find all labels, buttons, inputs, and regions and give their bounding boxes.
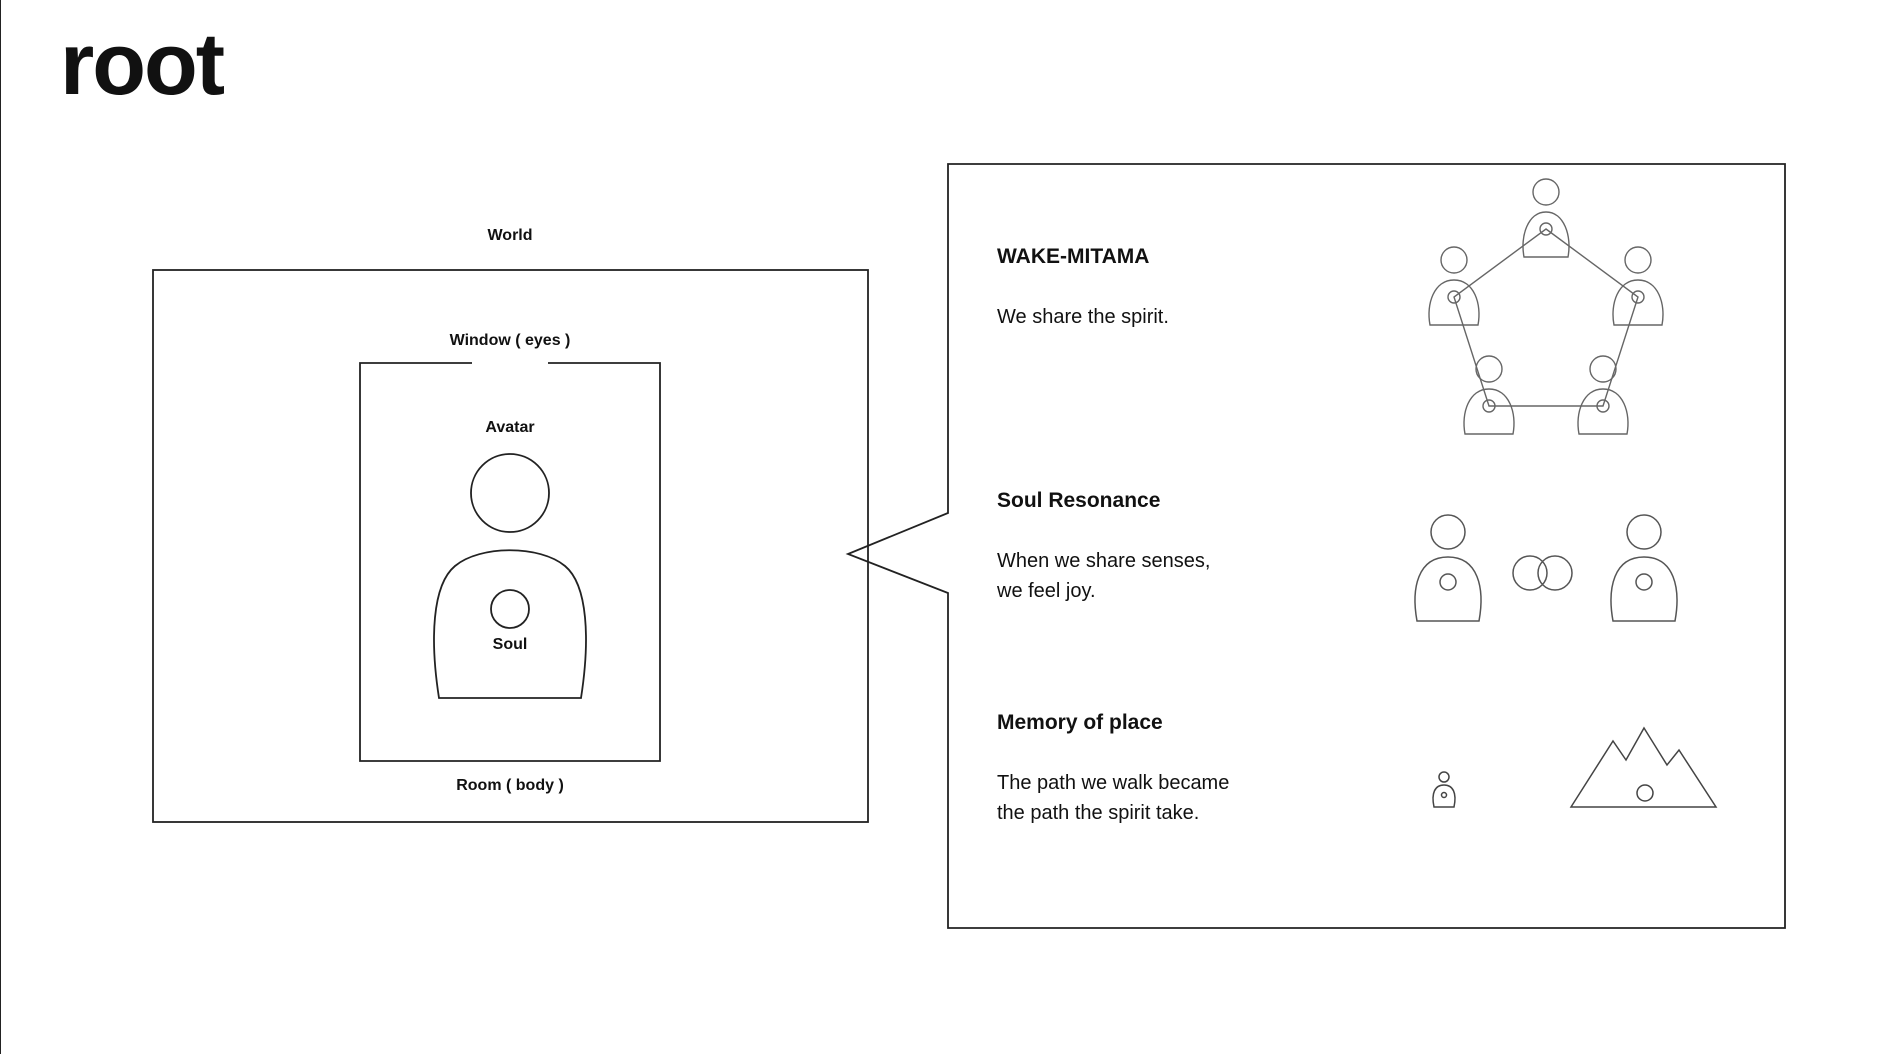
section-line: We share the spirit. (997, 306, 1169, 328)
section-text-memory-of-place: The path we walk became the path the spi… (997, 768, 1229, 828)
two-figures-resonance-icon (1414, 514, 1678, 622)
section-title-soul-resonance: Soul Resonance (997, 489, 1161, 512)
callout-panel (845, 163, 1786, 929)
section-text-soul-resonance: When we share senses, we feel joy. (997, 546, 1210, 606)
section-line: When we share senses, (997, 550, 1211, 572)
section-title-wake-mitama: WAKE-MITAMA (997, 245, 1150, 268)
page-left-border (0, 0, 1, 1054)
avatar-figure-icon (433, 453, 587, 699)
room-label: Room ( body ) (456, 777, 564, 794)
logo: root (60, 14, 225, 113)
section-title-memory-of-place: Memory of place (997, 711, 1163, 734)
figure-and-mountain-icon (1432, 726, 1718, 808)
avatar-label: Avatar (485, 419, 535, 436)
window-label: Window ( eyes ) (449, 332, 571, 349)
world-label: World (487, 227, 533, 244)
section-line: the path the spirit take. (997, 802, 1200, 824)
section-text-wake-mitama: We share the spirit. (997, 302, 1169, 332)
soul-label: Soul (492, 636, 528, 653)
section-line: we feel joy. (997, 580, 1096, 602)
section-line: The path we walk became (997, 772, 1230, 794)
room-box (359, 362, 661, 762)
soul-circle-icon (490, 589, 530, 629)
world-box (152, 269, 869, 823)
network-of-five-figures-icon (1428, 178, 1664, 435)
